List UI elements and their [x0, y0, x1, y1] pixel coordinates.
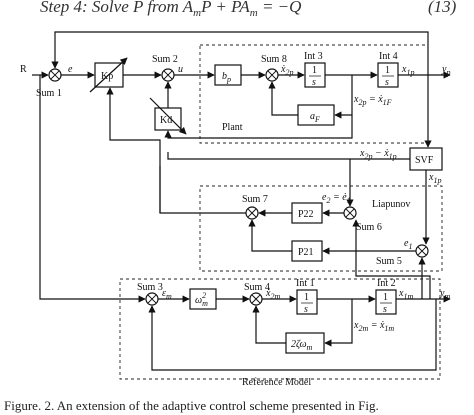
- int1-den: s: [304, 304, 308, 315]
- x2p-minus-label: x2p − ẋ1p: [359, 148, 397, 161]
- int3-den: s: [312, 77, 316, 88]
- ym-label: ym: [439, 288, 450, 301]
- sum-1: [48, 68, 62, 82]
- int1-num: 1: [304, 292, 309, 303]
- e-signal-label: e: [68, 64, 73, 75]
- sum-5: [415, 244, 429, 258]
- em-label: εm: [162, 288, 172, 301]
- x2m-dot-label: ẋ2m: [265, 288, 280, 301]
- int3-title: Int 3: [304, 51, 323, 62]
- sum-5-label: Sum 5: [376, 256, 402, 267]
- zeta-label: 2ζωm: [291, 339, 313, 352]
- x1p-label: x1p: [401, 64, 414, 77]
- e1-label: e1: [404, 238, 412, 251]
- sum-4-label: Sum 4: [244, 282, 270, 293]
- sum-8: [265, 68, 279, 82]
- x2p-eq-label: x2p = ẋ1F: [353, 94, 392, 107]
- svf-label: SVF: [415, 155, 434, 166]
- sum-4: [249, 292, 263, 306]
- plant-label: Plant: [222, 122, 243, 133]
- kd-label: Kd: [160, 115, 172, 126]
- int1-title: Int 1: [296, 278, 315, 289]
- x2m-eq-label: x2m = ẋ1m: [353, 320, 394, 333]
- reference-model-label: Reference Model: [242, 377, 311, 388]
- bp-label: bp: [222, 71, 231, 84]
- equation-number: (13): [428, 0, 457, 16]
- u-signal-label: u: [178, 64, 183, 75]
- x2p-dot-label: ẋ2p: [280, 64, 293, 77]
- sum-3-label: Sum 3: [137, 282, 163, 293]
- liapunov-label: Liapunov: [372, 199, 410, 210]
- e2-label: e2 = ė1: [322, 192, 351, 205]
- int4-title: Int 4: [379, 51, 398, 62]
- x1p-svf-label: x1p: [428, 172, 441, 185]
- int4-den: s: [385, 77, 389, 88]
- int2-block: [375, 289, 397, 315]
- int3-num: 1: [312, 65, 317, 76]
- sum-2-label: Sum 2: [152, 54, 178, 65]
- r-input-label: R: [20, 64, 27, 75]
- sum-1-label: Sum 1: [36, 88, 62, 99]
- ap-label: aF: [310, 111, 320, 124]
- sum-3: [145, 292, 159, 306]
- liapunov-group: [199, 185, 443, 272]
- int1-block: [296, 289, 318, 315]
- step-header: Step 4: Solve P from AmP + PAm = −Q (13): [40, 0, 457, 19]
- sum-8-label: Sum 8: [261, 54, 287, 65]
- figure-caption: Figure. 2. An extension of the adaptive …: [4, 398, 379, 413]
- x1m-label: x1m: [398, 288, 413, 301]
- svg-text:Step 4: Solve P from AmP + P: Step 4: Solve P from AmP + PAm = −Q: [40, 0, 301, 19]
- int4-num: 1: [385, 65, 390, 76]
- sum-2: [161, 68, 175, 82]
- yp-label: yp: [441, 64, 450, 77]
- sum-7-label: Sum 7: [242, 194, 268, 205]
- int2-num: 1: [383, 292, 388, 303]
- int2-den: s: [383, 304, 387, 315]
- p21-label: P21: [298, 247, 314, 258]
- p22-label: P22: [298, 209, 314, 220]
- sum-6: [343, 206, 357, 220]
- sum-7: [245, 206, 259, 220]
- sum-6-label: Sum 6: [356, 222, 382, 233]
- int2-title: Int 2: [377, 278, 396, 289]
